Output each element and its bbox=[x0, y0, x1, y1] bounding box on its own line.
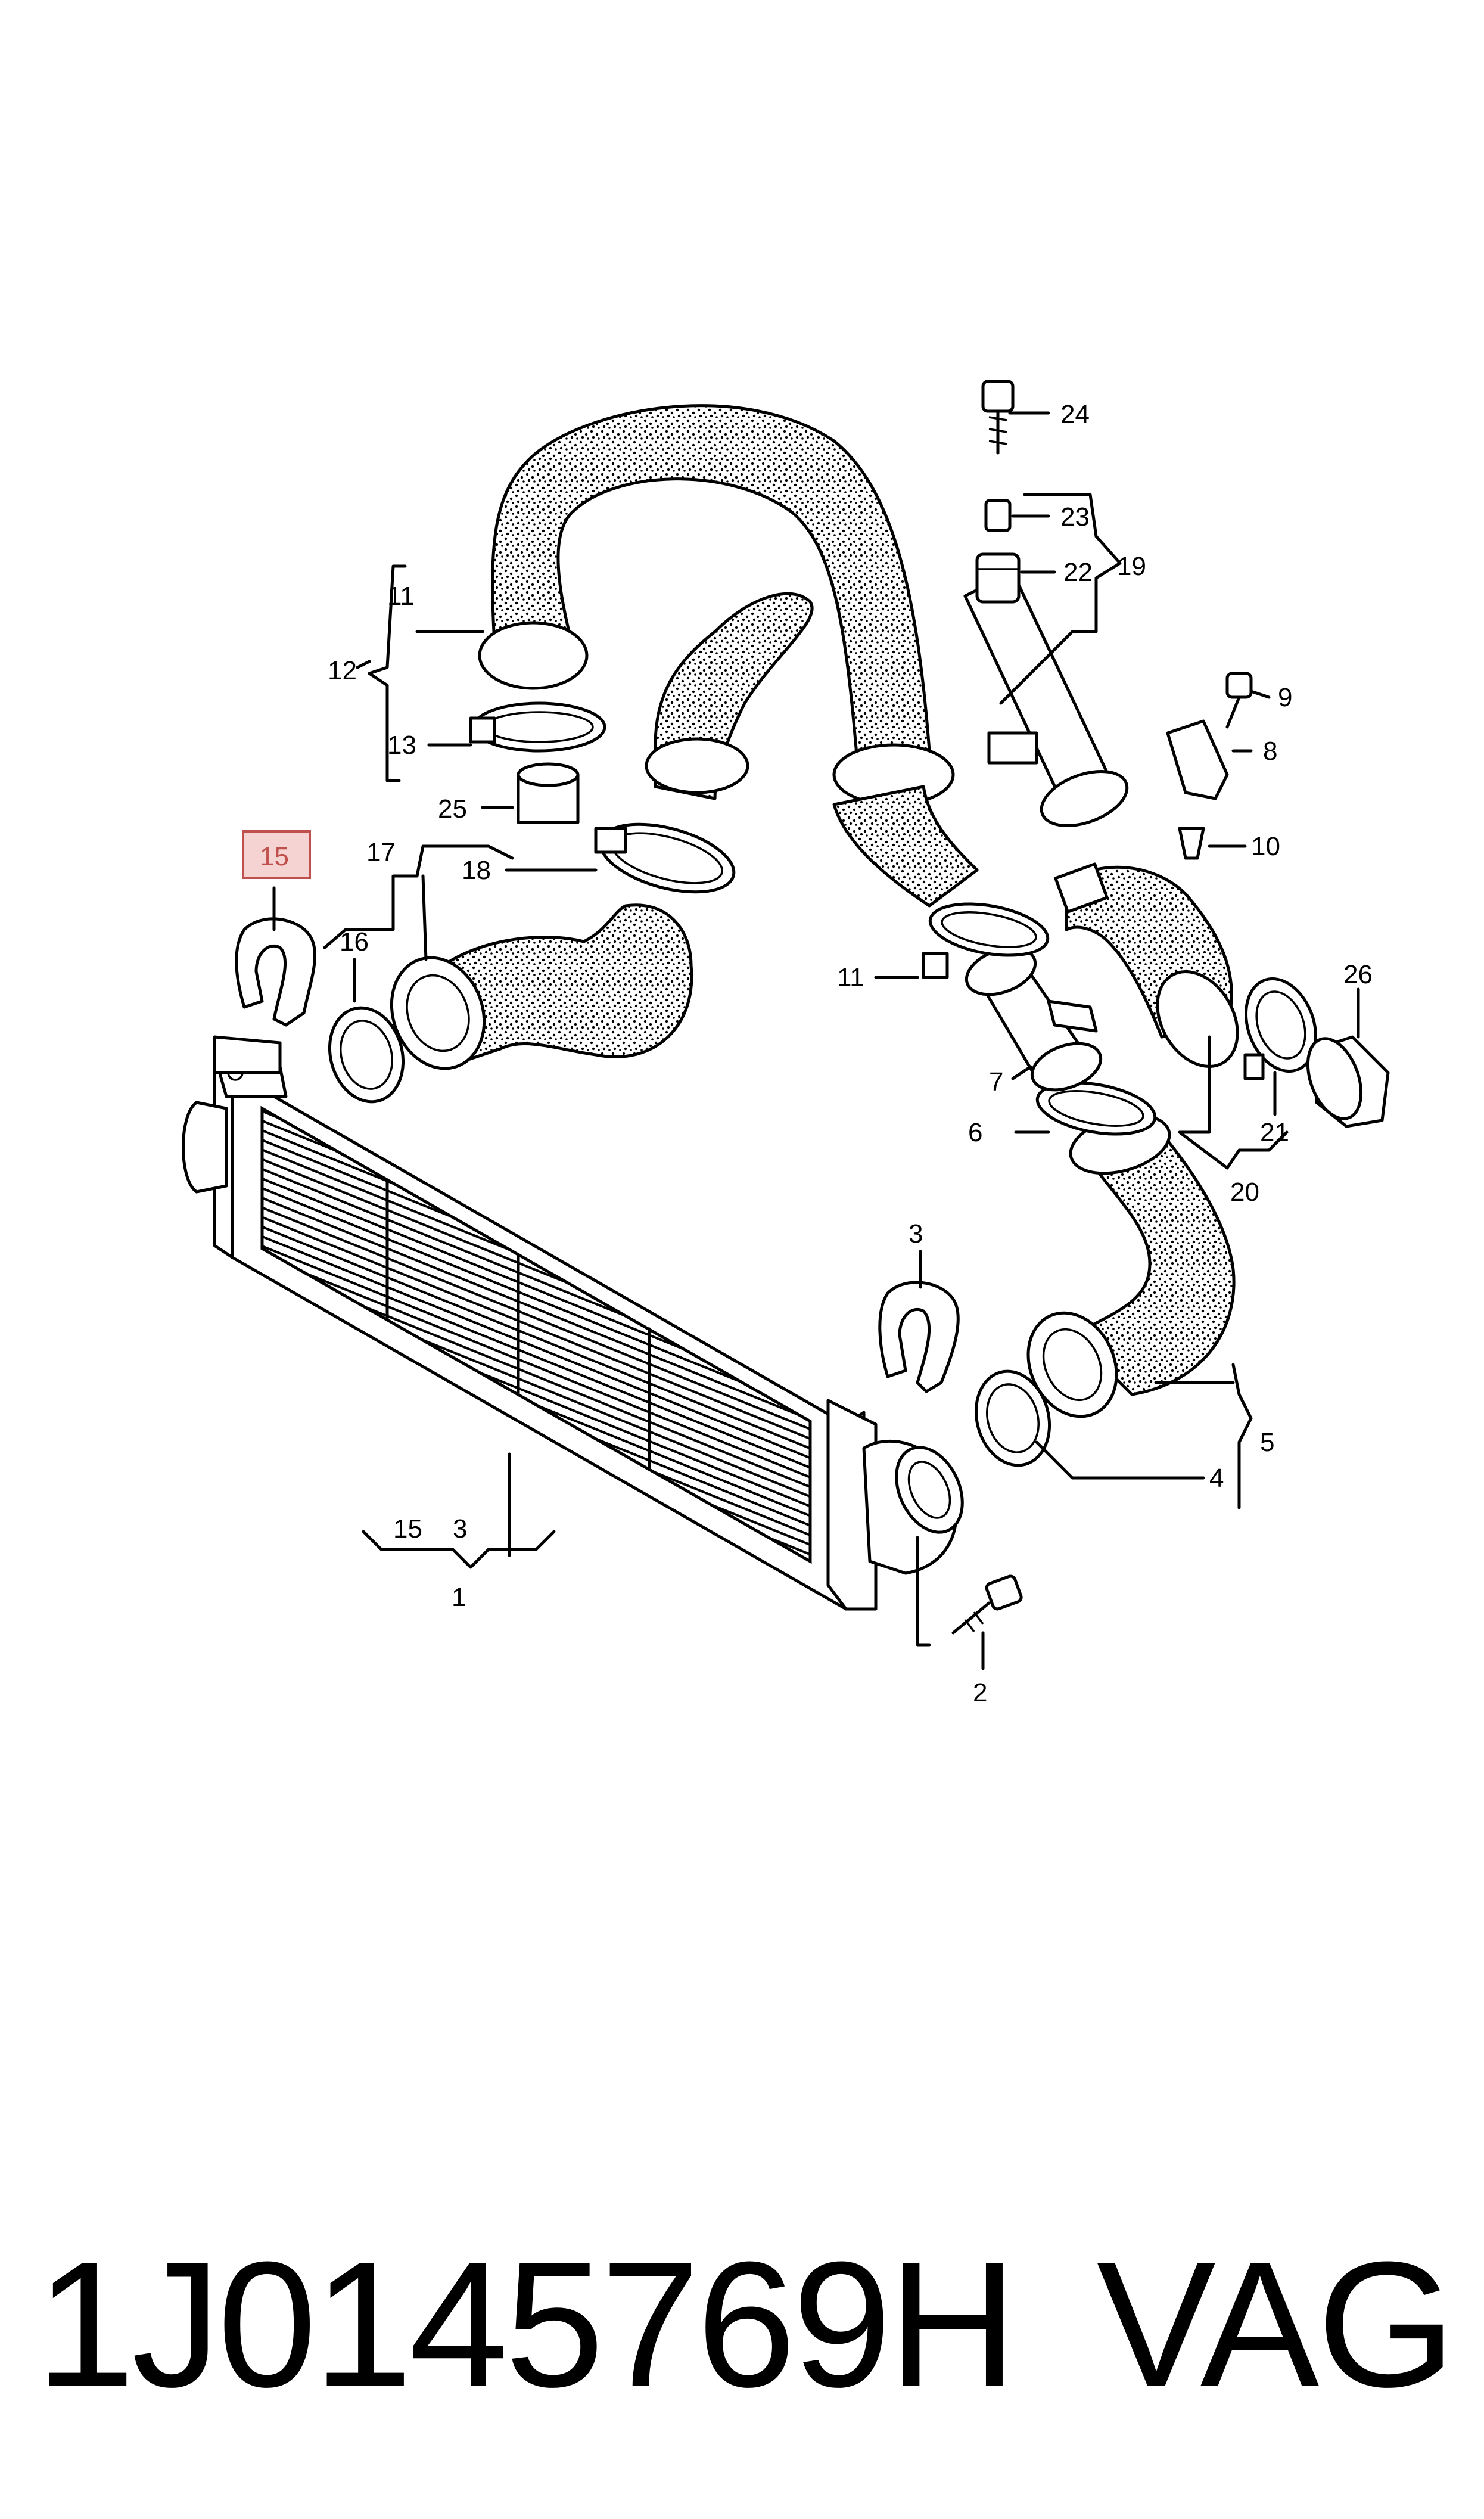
callout-26: 26 bbox=[1343, 960, 1373, 989]
intercooler bbox=[213, 1053, 866, 1611]
clamp-18 bbox=[594, 822, 736, 894]
callout-11-mid: 11 bbox=[837, 963, 864, 992]
callout-15-highlight-box[interactable] bbox=[242, 830, 311, 879]
clamp-13 bbox=[469, 701, 606, 753]
callout-19: 19 bbox=[1117, 552, 1146, 581]
left-outlet-flange bbox=[182, 1035, 282, 1194]
callout-20: 20 bbox=[1230, 1178, 1259, 1207]
callout-15-sub: 15 bbox=[393, 1514, 422, 1543]
callout-2: 2 bbox=[973, 1678, 987, 1707]
callout-4: 4 bbox=[1209, 1464, 1224, 1493]
pipe-19 bbox=[963, 570, 1129, 828]
callout-17: 17 bbox=[366, 838, 396, 867]
callout-13: 13 bbox=[387, 731, 416, 760]
callout-23: 23 bbox=[1060, 502, 1090, 532]
pipe-7 bbox=[965, 946, 1103, 1092]
bolt-24 bbox=[981, 380, 1015, 455]
callout-7: 7 bbox=[989, 1067, 1003, 1097]
clamp-6 bbox=[1035, 1081, 1157, 1136]
clamp-11-mid bbox=[922, 902, 1050, 979]
screw-2 bbox=[951, 1574, 1023, 1635]
callout-3: 3 bbox=[909, 1219, 923, 1248]
washer-23 bbox=[984, 499, 1012, 532]
callout-16: 16 bbox=[340, 927, 369, 956]
callout-11-top: 11 bbox=[387, 582, 415, 611]
callout-labels: 15 1 15 3 2 3 4 5 6 7 8 9 10 11 11 12 13… bbox=[242, 400, 1373, 1707]
callout-1: 1 bbox=[452, 1583, 466, 1612]
retaining-clip-3 bbox=[878, 1281, 960, 1393]
o-ring-4 bbox=[974, 1369, 1051, 1467]
sleeve-26 bbox=[1306, 1035, 1390, 1128]
bolt-9 bbox=[1225, 672, 1253, 729]
callout-10: 10 bbox=[1251, 832, 1280, 861]
brand-name: VAG bbox=[1096, 2224, 1456, 2424]
o-ring-16 bbox=[328, 1006, 405, 1104]
bracket-8 bbox=[1166, 719, 1229, 800]
callout-24: 24 bbox=[1060, 400, 1090, 429]
retaining-clip-15 bbox=[235, 917, 317, 1027]
callout-6: 6 bbox=[968, 1118, 982, 1147]
hose-17 bbox=[390, 903, 693, 1070]
hose-20 bbox=[1054, 862, 1239, 1068]
parts-diagram: 15 1 15 3 2 3 4 5 6 7 8 9 10 11 11 12 13… bbox=[182, 380, 1390, 1707]
clip-10 bbox=[1178, 827, 1205, 860]
sleeve-25 bbox=[517, 762, 580, 824]
callout-22: 22 bbox=[1063, 558, 1093, 587]
callout-9: 9 bbox=[1278, 683, 1292, 712]
callout-25: 25 bbox=[438, 794, 467, 824]
callout-12: 12 bbox=[328, 656, 357, 685]
footer: 1J0145769H VAG bbox=[36, 2224, 1456, 2424]
part-number: 1J0145769H bbox=[36, 2224, 1017, 2424]
callout-21: 21 bbox=[1260, 1118, 1289, 1147]
right-outlet-flange bbox=[826, 1399, 964, 1611]
callout-18: 18 bbox=[462, 856, 491, 885]
callout-3-sub: 3 bbox=[453, 1514, 467, 1543]
bush-22 bbox=[975, 552, 1021, 604]
leader-lines bbox=[272, 411, 1360, 1670]
callout-15-highlight[interactable]: 15 bbox=[260, 842, 289, 871]
callout-5: 5 bbox=[1260, 1428, 1274, 1457]
callout-8: 8 bbox=[1263, 737, 1277, 766]
hose-5 bbox=[1026, 1113, 1236, 1418]
upper-charge-hose bbox=[478, 404, 979, 908]
clamp-21 bbox=[1243, 977, 1317, 1080]
